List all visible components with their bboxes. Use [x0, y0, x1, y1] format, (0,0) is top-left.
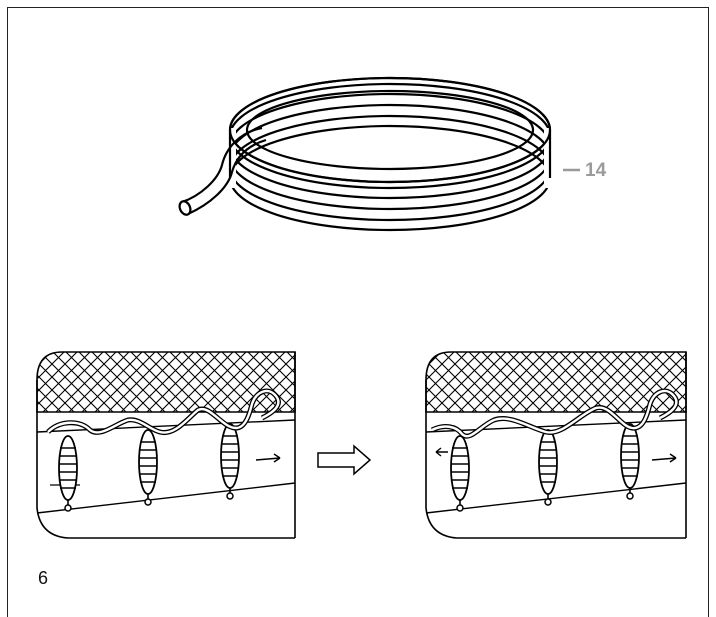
step-before-illustration: [36, 351, 296, 539]
page-number: 6: [38, 568, 49, 588]
step-after-illustration: [425, 351, 687, 539]
page-frame-top: [7, 7, 709, 8]
part-number-callout: 14: [585, 160, 607, 181]
page-frame-left: [7, 7, 8, 617]
rope-coil-illustration: [178, 76, 554, 232]
page-frame-right: [708, 7, 709, 617]
transition-arrow: [317, 444, 372, 476]
